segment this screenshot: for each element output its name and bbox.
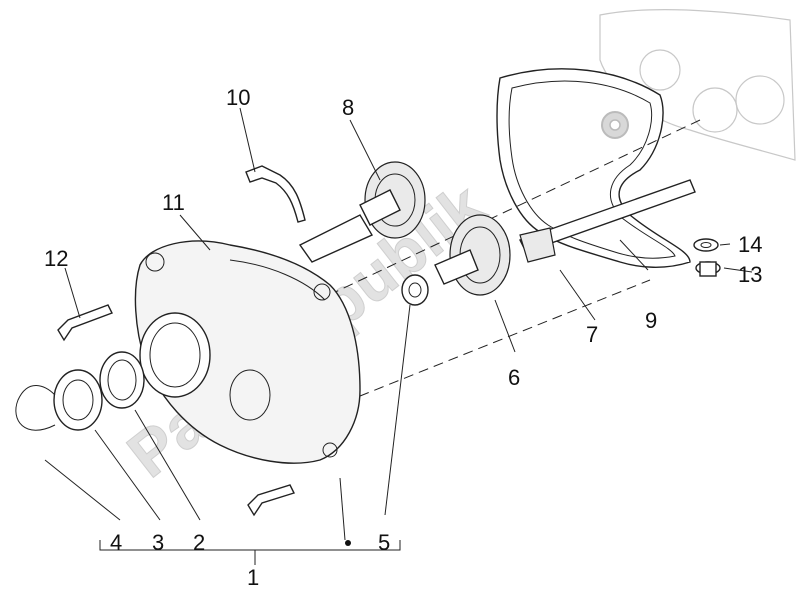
callout-10: 10: [226, 85, 250, 110]
callout-1: 1: [247, 565, 259, 590]
circlip-4: [15, 385, 56, 431]
output-shaft: [519, 179, 696, 263]
bolt-lower: [247, 484, 295, 517]
callout-8: 8: [342, 95, 354, 120]
callout-11: 11: [162, 190, 185, 215]
drain-plug: [695, 261, 721, 277]
bolt-12: [57, 304, 113, 342]
callout-5: 5: [378, 530, 390, 555]
gear-icon: [601, 111, 629, 139]
callout-12: 12: [44, 246, 68, 271]
leader-lines: [44, 107, 753, 565]
callout-14: 14: [738, 232, 762, 257]
callout-3: 3: [152, 530, 164, 555]
gasket: [496, 68, 691, 268]
transmission-cover: [134, 240, 361, 464]
reference-dot: [345, 540, 351, 546]
callout-2: 2: [193, 530, 205, 555]
callout-6: 6: [508, 365, 520, 390]
oil-seal: [99, 351, 145, 409]
callout-13: 13: [738, 262, 762, 287]
bearing-3: [53, 369, 103, 431]
callout-4: 4: [110, 530, 122, 555]
bearing-5: [401, 274, 429, 306]
callout-7: 7: [586, 322, 598, 347]
secondary-gear: [434, 214, 511, 296]
intermediate-gear: [298, 161, 426, 263]
breather-hose: [245, 165, 306, 223]
callout-9: 9: [645, 308, 657, 333]
washer-14: [693, 238, 719, 252]
